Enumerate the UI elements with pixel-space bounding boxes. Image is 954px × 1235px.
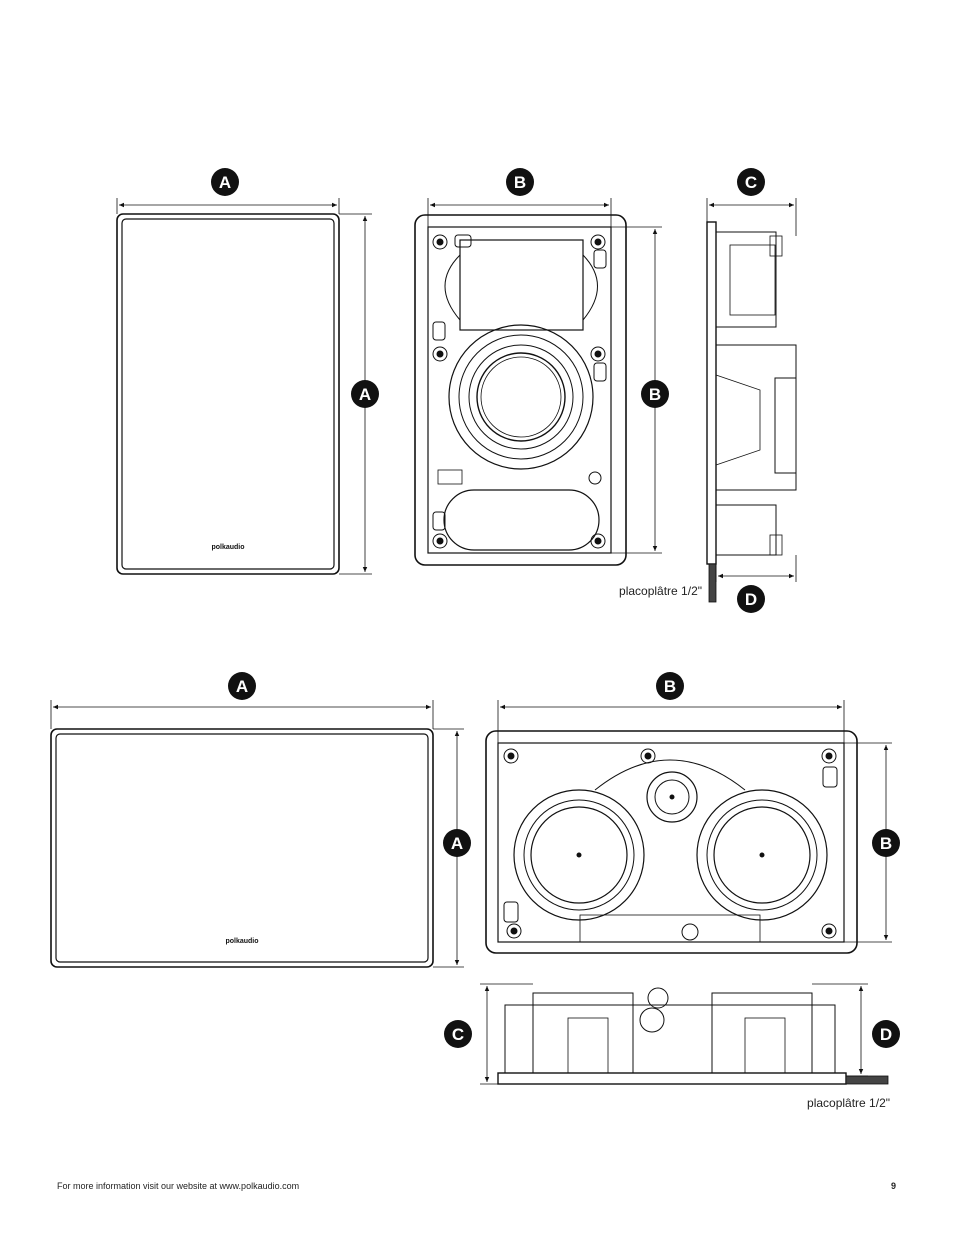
footer-info: For more information visit our website a… bbox=[57, 1181, 300, 1191]
label-b: B bbox=[664, 677, 676, 696]
dim-c-depth-bottom: C bbox=[444, 983, 533, 1085]
dim-b-height-bottom: B bbox=[844, 742, 900, 943]
dim-d-depth-top: D bbox=[715, 555, 797, 613]
label-c: C bbox=[452, 1025, 464, 1044]
label-d: D bbox=[745, 590, 757, 609]
vertical-grille-front: polkaudio bbox=[116, 213, 340, 575]
label-c: C bbox=[745, 173, 757, 192]
label-b: B bbox=[649, 385, 661, 404]
page-number: 9 bbox=[890, 1181, 896, 1191]
horizontal-grille-front: polkaudio bbox=[50, 728, 434, 968]
label-a: A bbox=[359, 385, 371, 404]
drywall-note: placoplâtre 1/2" bbox=[807, 1096, 890, 1110]
dim-c-depth-top: C bbox=[706, 168, 797, 236]
label-b: B bbox=[880, 834, 892, 853]
dim-d-depth-bottom: D bbox=[812, 983, 900, 1077]
label-d: D bbox=[880, 1025, 892, 1044]
horizontal-speaker-front bbox=[485, 730, 858, 954]
dim-b-height-top: B bbox=[611, 226, 669, 554]
label-b: B bbox=[514, 173, 526, 192]
dim-a-height-top: A bbox=[339, 213, 379, 575]
dim-b-width-bottom: B bbox=[497, 672, 845, 743]
dim-a-height-bottom: A bbox=[433, 728, 471, 968]
drywall-note: placoplâtre 1/2" bbox=[619, 584, 702, 598]
horizontal-speaker-side bbox=[497, 987, 889, 1085]
brand-logo: polkaudio bbox=[225, 938, 258, 945]
dim-a-width-top: A bbox=[116, 168, 340, 214]
label-a: A bbox=[451, 834, 463, 853]
dim-a-width-bottom: A bbox=[50, 672, 434, 729]
vertical-speaker-side bbox=[706, 221, 797, 603]
brand-logo: polkaudio bbox=[211, 544, 244, 551]
dim-b-width-top: B bbox=[427, 168, 612, 227]
label-a: A bbox=[236, 677, 248, 696]
vertical-speaker-front bbox=[414, 214, 627, 566]
label-a: A bbox=[219, 173, 231, 192]
